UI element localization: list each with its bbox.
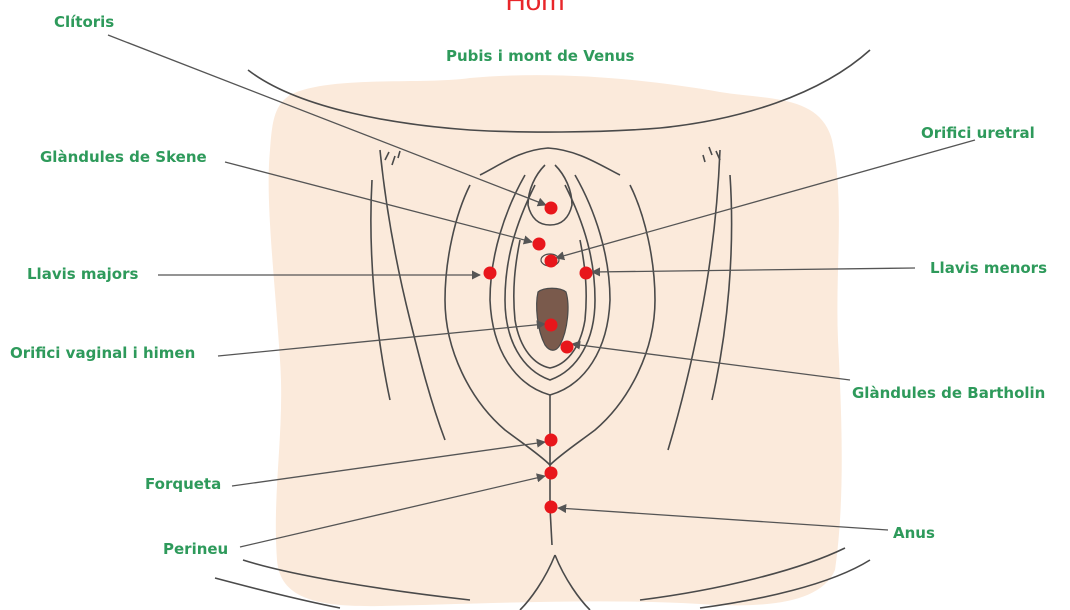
dot-anus xyxy=(545,501,558,514)
dot-perineu xyxy=(545,467,558,480)
dot-forqueta xyxy=(545,434,558,447)
dot-skene xyxy=(533,238,546,251)
dot-clitoris xyxy=(545,202,558,215)
label-clitoris: Clítoris xyxy=(54,13,114,31)
label-pubis: Pubis i mont de Venus xyxy=(446,47,634,65)
label-skene: Glàndules de Skene xyxy=(40,148,207,166)
dot-llavis-majors xyxy=(484,267,497,280)
label-llavis-majors: Llavis majors xyxy=(27,265,138,283)
dot-llavis-menors xyxy=(580,267,593,280)
dot-bartholin xyxy=(561,341,574,354)
label-bartholin: Glàndules de Bartholin xyxy=(852,384,1045,402)
label-anus: Anus xyxy=(893,524,935,542)
label-forqueta: Forqueta xyxy=(145,475,221,493)
dot-uretral xyxy=(545,255,558,268)
label-orifici-vaginal: Orifici vaginal i himen xyxy=(10,344,195,362)
label-llavis-menors: Llavis menors xyxy=(930,259,1047,277)
dot-vaginal xyxy=(545,319,558,332)
label-perineu: Perineu xyxy=(163,540,228,558)
label-orifici-uretral: Orifici uretral xyxy=(921,124,1035,142)
